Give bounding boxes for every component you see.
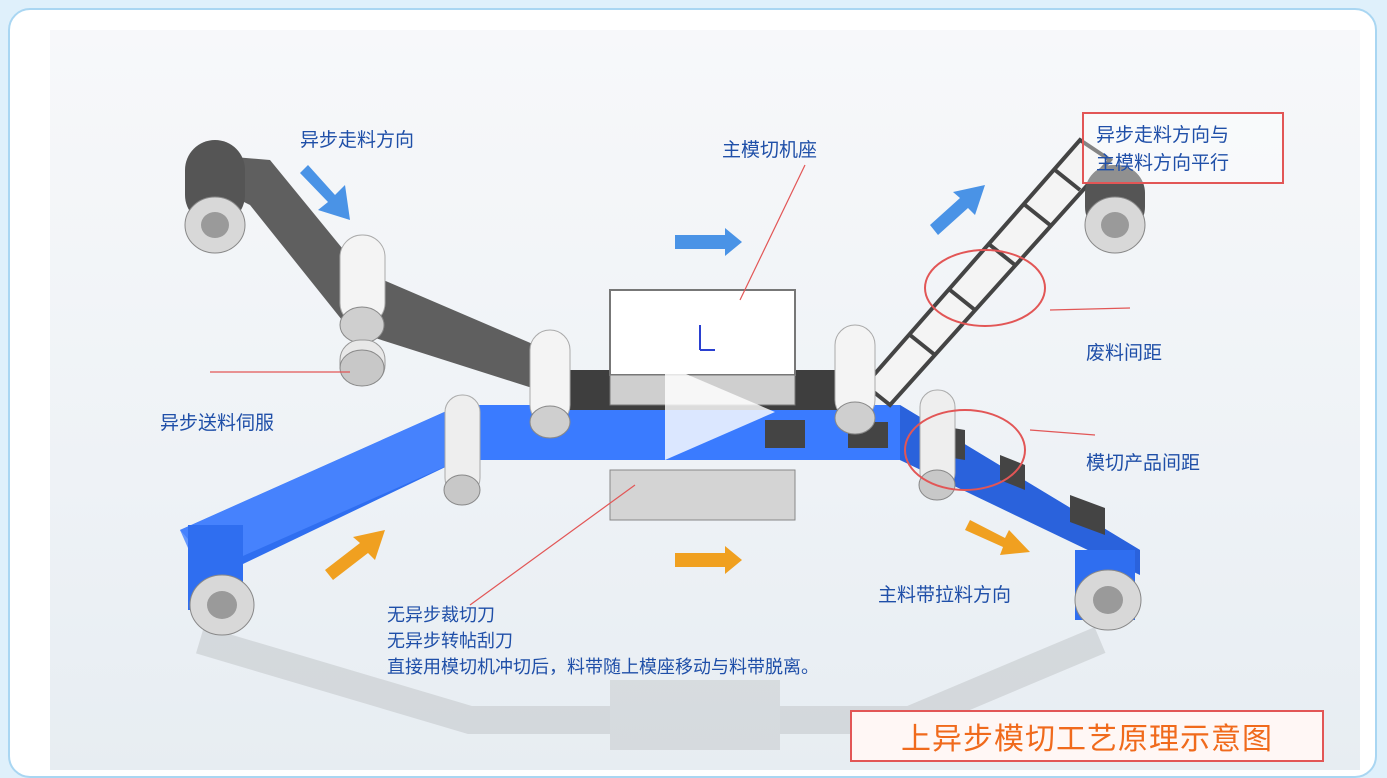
waste-ladder [862, 137, 1114, 408]
roller-bottom-left [189, 574, 255, 636]
diagram-title: 上异步模切工艺原理示意图 [901, 722, 1273, 757]
parallel-note-box: 异步走料方向与 主模料方向平行 [1082, 112, 1284, 184]
label-main-die-base: 主模切机座 [722, 139, 818, 161]
label-waste-spacing: 废料间距 [1086, 342, 1163, 364]
die-cut-diagram [180, 137, 1146, 750]
pointer-lines [210, 164, 1131, 606]
roller-center-right [834, 324, 876, 435]
label-parallel-line2: 主模料方向平行 [1096, 152, 1230, 174]
label-async-feed-direction: 异步走料方向 [300, 129, 415, 151]
roller-lower-right [918, 389, 956, 501]
video-frame: 异步走料方向 主模切机座 异步走料方向与 主模料方向平行 废料间距 异步送料伺服… [8, 8, 1377, 778]
label-async-feed-servo: 异步送料伺服 [160, 412, 275, 434]
rollers [184, 140, 1146, 636]
diagram-title-box: 上异步模切工艺原理示意图 [850, 710, 1324, 762]
video-player[interactable]: 异步走料方向 主模切机座 异步走料方向与 主模料方向平行 废料间距 异步送料伺服… [50, 30, 1360, 770]
note-line-3: 直接用模切机冲切后，料带随上模座移动与料带脱离。 [387, 657, 819, 678]
roller-lower-left [443, 394, 481, 506]
label-product-spacing: 模切产品间距 [1086, 452, 1201, 474]
roller-bottom-right [1074, 569, 1142, 631]
main-die-base [609, 289, 796, 521]
note-line-2: 无异步转帖刮刀 [387, 631, 513, 652]
note-line-1: 无异步裁切刀 [387, 605, 495, 626]
orange-arrows [325, 520, 1030, 580]
waste-spacing-circle [924, 249, 1046, 327]
roller-top-left [184, 140, 246, 254]
roller-servo [339, 339, 386, 387]
roller-center-left [529, 329, 571, 439]
blue-arrows [300, 165, 985, 256]
product-spacing-circle [904, 409, 1026, 491]
floor-reflection [196, 626, 1106, 750]
roller-guide-upper [339, 234, 386, 344]
play-icon[interactable] [665, 365, 775, 460]
label-main-belt-pull: 主料带拉料方向 [878, 584, 1012, 606]
label-parallel-line1: 异步走料方向与 [1096, 124, 1230, 146]
